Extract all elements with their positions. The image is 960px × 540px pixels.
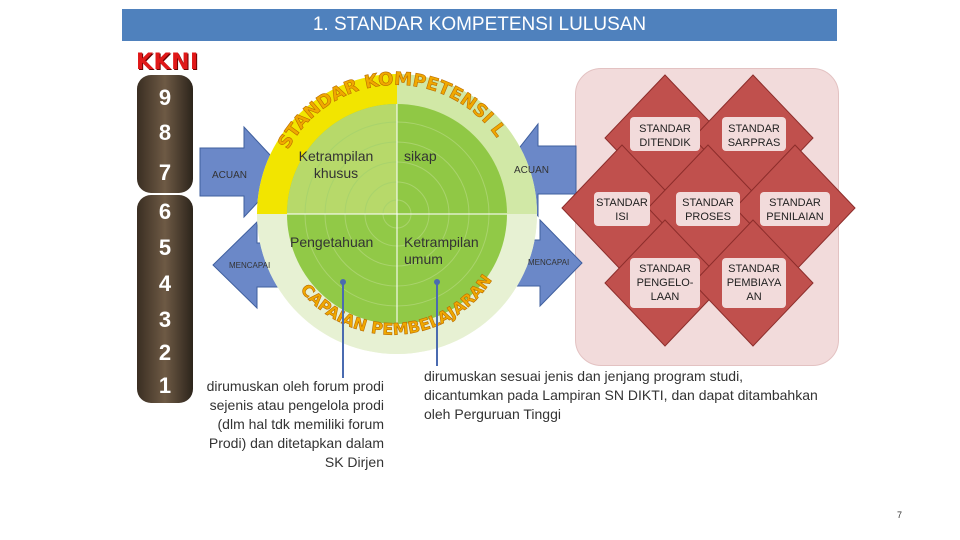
- label-pengetahuan: Pengetahuan: [290, 234, 374, 250]
- label-standar-proses: STANDAR PROSES: [682, 197, 734, 223]
- description-right: dirumuskan sesuai jenis dan jenjang prog…: [424, 368, 818, 422]
- kkni-ladder-bg: [137, 75, 193, 403]
- kkni-level-7: 7: [158, 160, 172, 185]
- label-standar-penilaian: STANDAR PENILAIAN: [766, 197, 824, 223]
- kkni-ladder: 9 8 7 6 5 4 3 2 1: [135, 75, 195, 403]
- label-sikap: sikap: [404, 148, 437, 164]
- description-left: dirumuskan oleh forum prodi sejenis atau…: [206, 378, 384, 470]
- kkni-level-3: 3: [158, 307, 172, 332]
- title-bar: 1. STANDAR KOMPETENSI LULUSAN: [122, 9, 837, 41]
- page-number: 7: [897, 510, 903, 520]
- kkni-level-9: 9: [158, 85, 172, 110]
- kkni-level-2: 2: [158, 340, 172, 365]
- page-title: 1. STANDAR KOMPETENSI LULUSAN: [312, 14, 647, 35]
- arrow-right-bottom-label: MENCAPAI: [528, 258, 570, 267]
- label-ketrampilan-umum: Ketrampilan umum: [404, 234, 479, 267]
- label-standar-pembiayaan: STANDAR PEMBIAYA AN: [726, 263, 782, 303]
- label-ketrampilan-khusus: Ketrampilan khusus: [298, 148, 374, 181]
- kkni-level-8: 8: [158, 120, 172, 145]
- label-standar-pengelolaan: STANDAR PENGELO-LAAN: [636, 263, 694, 303]
- kkni-level-5: 5: [158, 235, 172, 260]
- kkni-label: KKNI: [136, 50, 199, 75]
- arrow-right-top-label: ACUAN: [514, 165, 550, 176]
- competency-circle: STANDAR KOMPETENSI LULUSAN CAPAIAN PEMBE…: [0, 0, 537, 354]
- arrow-left-bottom-label: MENCAPAI: [229, 261, 271, 270]
- arrow-left-top-label: ACUAN: [212, 170, 248, 181]
- kkni-level-4: 4: [158, 271, 172, 296]
- kkni-level-6: 6: [158, 199, 172, 224]
- label-standar-ditendik: STANDAR DITENDIK: [639, 123, 691, 149]
- label-standar-isi: STANDAR ISI: [596, 197, 648, 223]
- kkni-level-1: 1: [158, 373, 172, 398]
- label-standar-sarpras: STANDAR SARPRAS: [727, 123, 781, 149]
